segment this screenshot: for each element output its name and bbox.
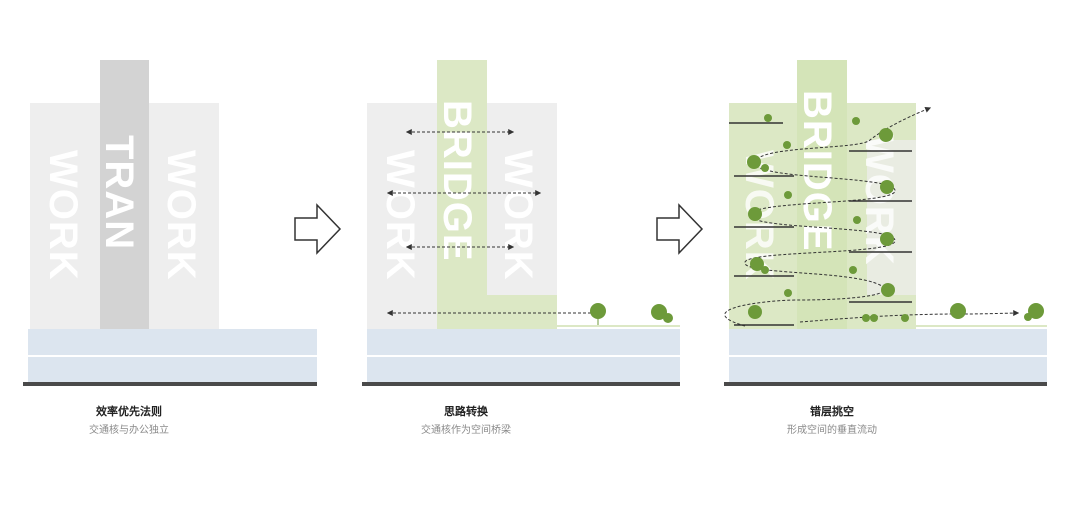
bridge-core (797, 60, 847, 329)
work-block-left (30, 103, 100, 329)
label-work-right: WORK (496, 150, 540, 281)
label-bridge: BRIDGE (435, 100, 479, 262)
circulation-path-ground (799, 310, 1020, 323)
transport-core (100, 60, 149, 329)
label-work-left: WORK (378, 150, 422, 281)
caption-subtitle-3: 形成空间的垂直流动 (787, 425, 877, 436)
work-block-left (367, 103, 437, 329)
work-block-right (149, 103, 219, 329)
caption-subtitle-2: 交通核作为空间桥梁 (421, 425, 511, 436)
tree-icon (747, 114, 1044, 322)
right-arrow-icon (294, 203, 342, 255)
bridge-extension (487, 295, 557, 329)
work-block-right (867, 140, 916, 295)
right-arrow-icon (656, 203, 704, 255)
panel-1: WORK TRAN WORK (23, 60, 317, 386)
caption-subtitle-1: 交通核与办公独立 (89, 425, 169, 436)
label-tran: TRAN (97, 135, 141, 250)
label-bridge: BRIDGE (795, 90, 839, 252)
caption-title-2: 思路转换 (444, 405, 488, 418)
ground-line (362, 382, 680, 386)
panel-1-buildings (30, 60, 219, 329)
ground-line (23, 382, 317, 386)
dashed-double-arrow-icon (386, 129, 602, 316)
work-block-right (487, 103, 557, 295)
ground-line (724, 382, 1047, 386)
tree-icon (590, 303, 606, 325)
panel-3: WORK BRIDGE WORK (724, 60, 1047, 386)
caption-title-3: 错层挑空 (810, 405, 854, 418)
floor-slabs (729, 122, 912, 326)
caption-title-1: 效率优先法则 (96, 405, 162, 418)
label-work-left: WORK (41, 150, 85, 281)
label-work-right: WORK (159, 150, 203, 281)
panel-2: WORK BRIDGE WORK (362, 60, 680, 386)
tree-icon (651, 304, 673, 323)
circulation-path (724, 106, 932, 327)
